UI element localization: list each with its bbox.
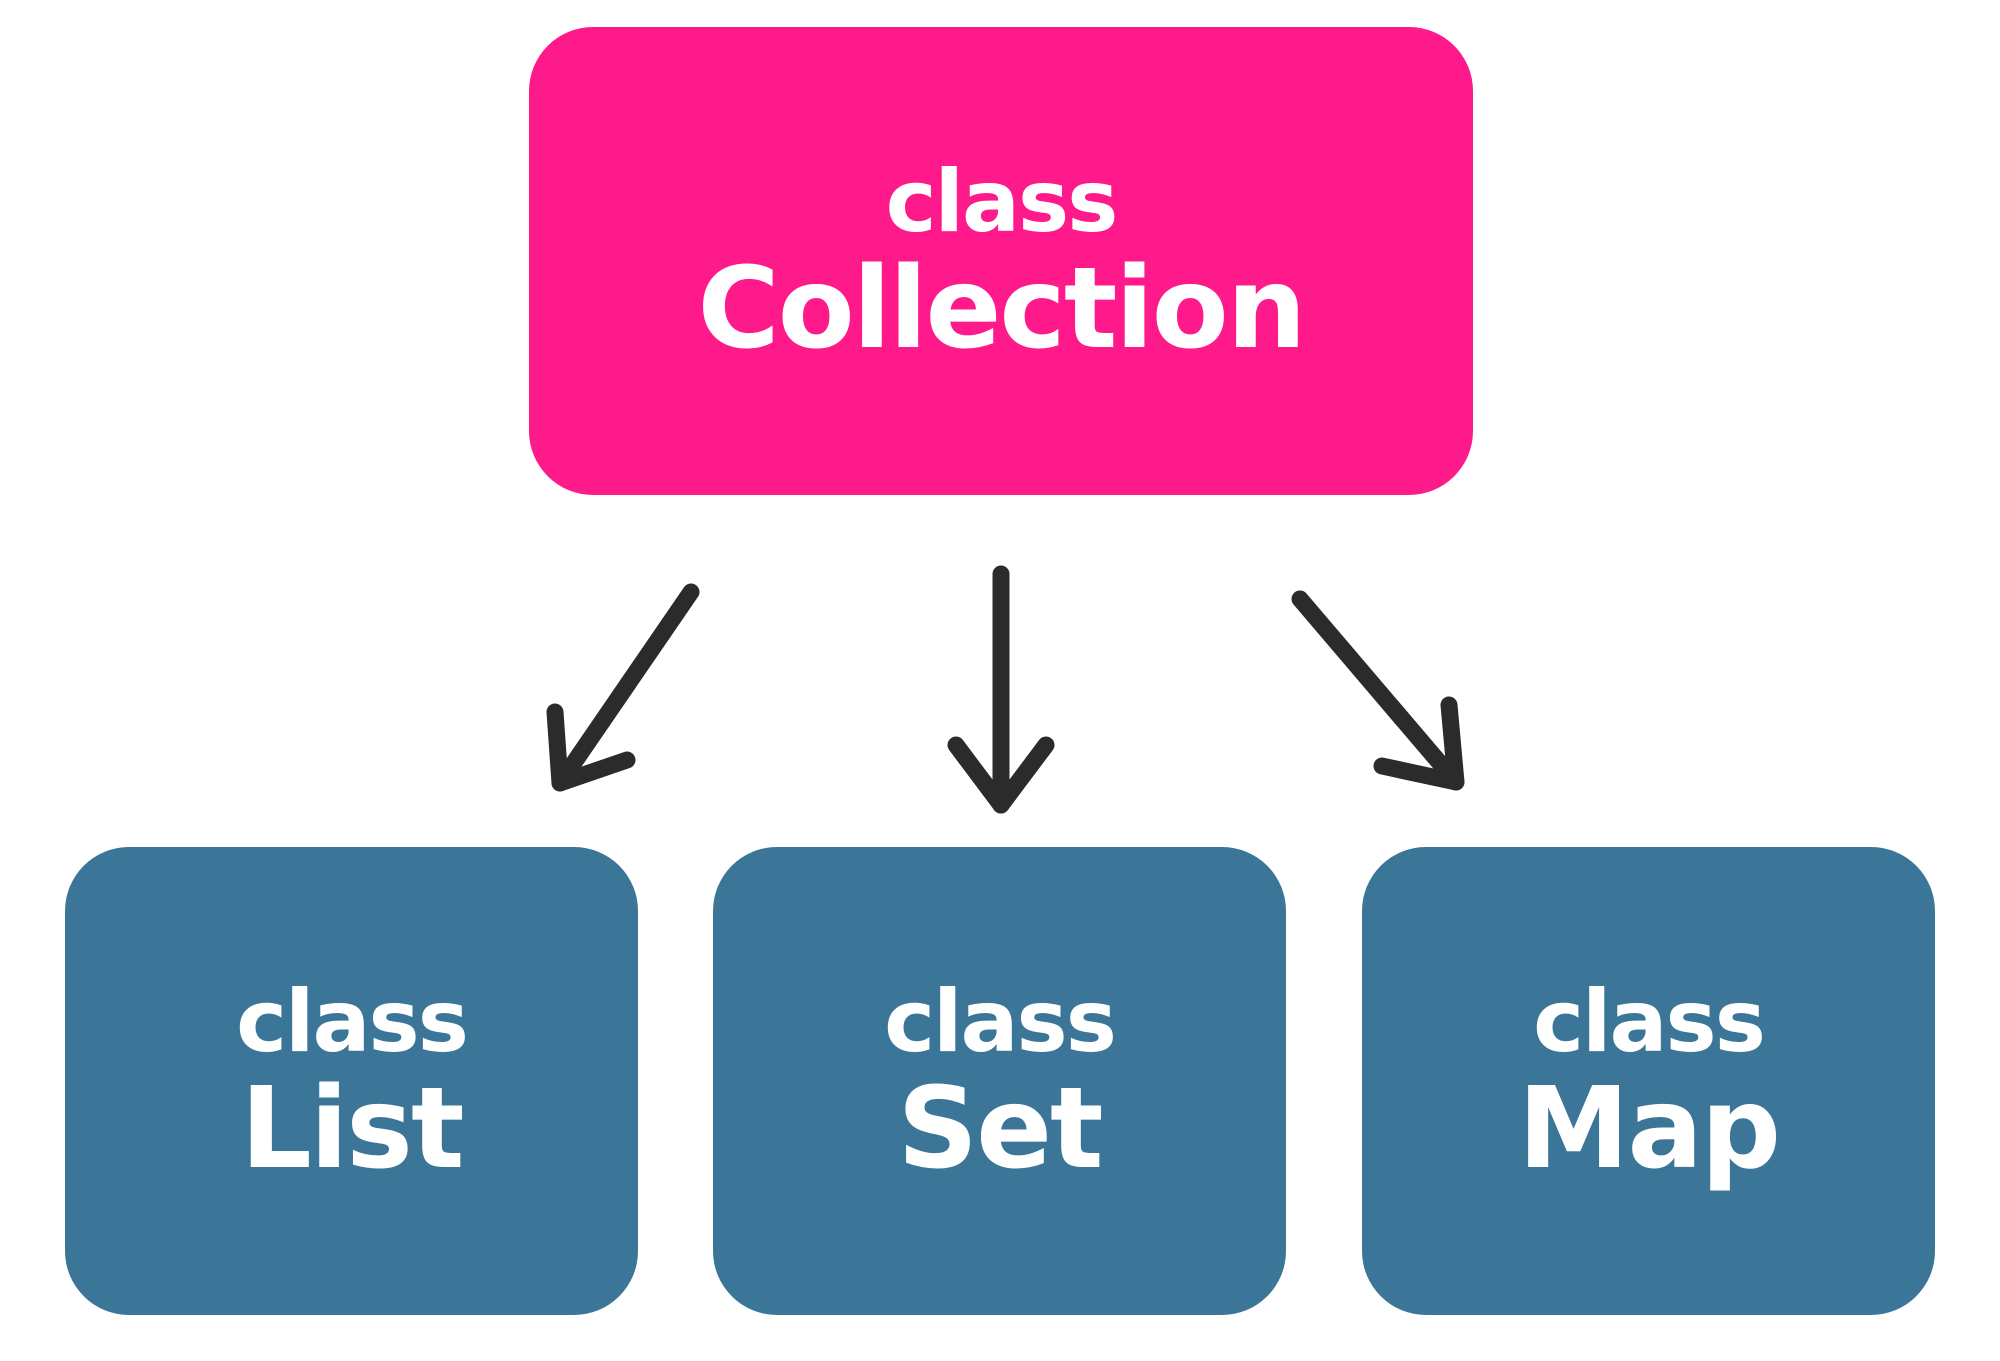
list-node: class List <box>65 847 638 1315</box>
collection-keyword: class <box>885 152 1119 252</box>
set-name: Set <box>897 1064 1103 1194</box>
map-name: Map <box>1517 1064 1781 1194</box>
arrow-collection-to-set <box>947 565 1055 814</box>
list-name: List <box>240 1064 465 1194</box>
map-node: class Map <box>1362 847 1935 1315</box>
arrow-collection-to-map <box>1291 590 1465 791</box>
set-keyword: class <box>884 972 1117 1072</box>
collection-name: Collection <box>697 244 1307 374</box>
map-keyword: class <box>1533 972 1766 1072</box>
set-node: class Set <box>713 847 1286 1315</box>
arrow-collection-to-list <box>546 583 700 792</box>
list-keyword: class <box>236 972 469 1072</box>
collection-node: class Collection <box>529 27 1473 495</box>
